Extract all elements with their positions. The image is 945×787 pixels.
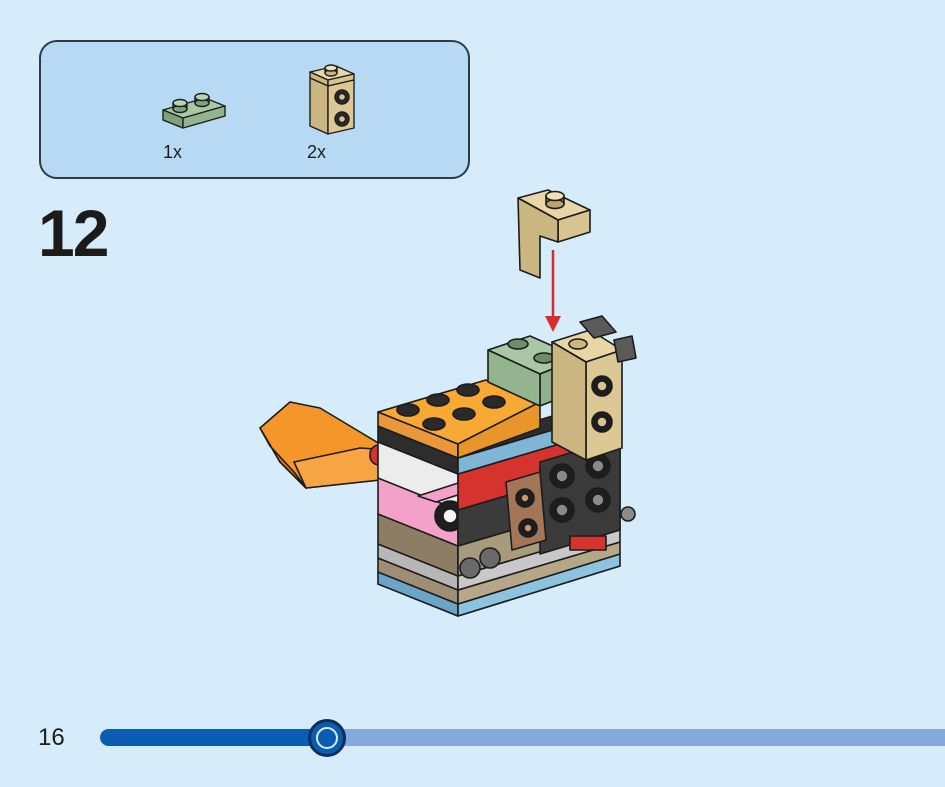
parts-callout: 1x 2x xyxy=(39,40,470,179)
tan-bracket-incoming xyxy=(517,189,591,279)
part-count-plate: 1x xyxy=(163,142,183,162)
step-number: 12 xyxy=(38,196,109,270)
sand-green-plate-icon xyxy=(162,92,226,129)
page-number: 16 xyxy=(38,724,65,751)
orange-top-plate xyxy=(377,379,541,459)
model-assembly-illustration xyxy=(259,189,637,617)
placement-arrow xyxy=(545,250,561,332)
tan-bracket-placed xyxy=(551,329,623,461)
progress-bar-track xyxy=(100,729,945,746)
progress-knob xyxy=(308,719,347,757)
part-count-bracket: 2x xyxy=(307,142,327,162)
progress-bar-fill xyxy=(100,729,328,746)
orange-wing-piece xyxy=(259,401,401,489)
tan-bracket-icon xyxy=(309,64,355,135)
